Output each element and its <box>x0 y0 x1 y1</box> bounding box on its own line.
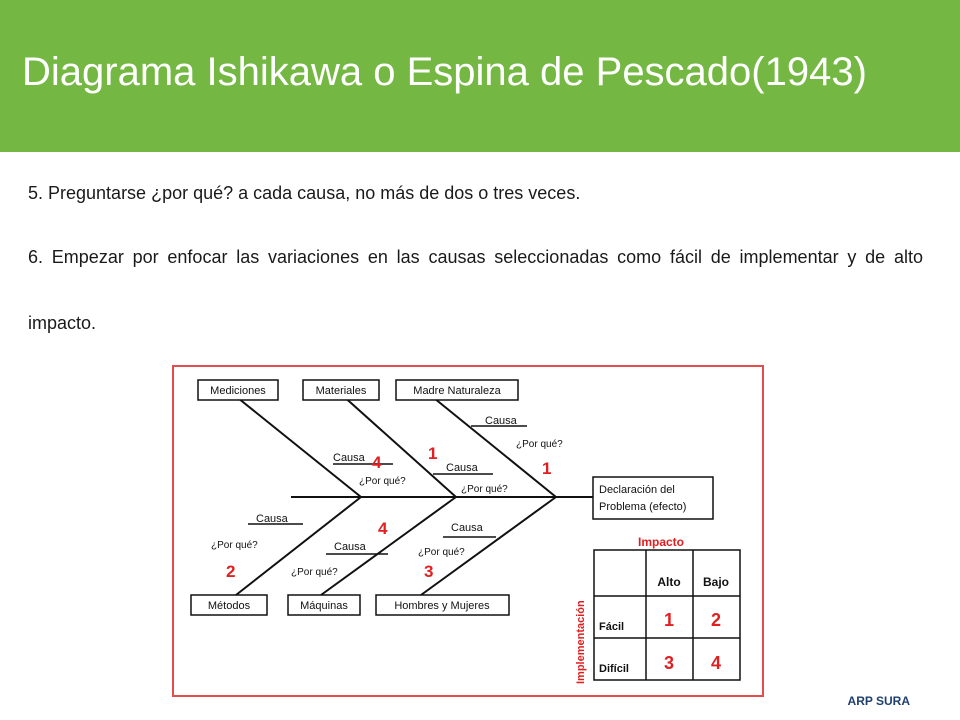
cause-label: Causa <box>333 452 366 464</box>
svg-text:Hombres y Mujeres: Hombres y Mujeres <box>394 600 490 612</box>
svg-text:Métodos: Métodos <box>208 600 251 612</box>
cause-label: Causa <box>256 513 289 525</box>
category-maquinas: Máquinas <box>287 594 361 616</box>
slide-header: Diagrama Ishikawa o Espina de Pescado(19… <box>0 0 960 152</box>
why-label: ¿Por qué? <box>418 547 465 558</box>
category-madre-naturaleza: Madre Naturaleza <box>395 379 519 401</box>
matrix-col-bajo: Bajo <box>703 575 729 589</box>
bone-madre-naturaleza <box>428 393 557 498</box>
svg-text:Máquinas: Máquinas <box>300 600 348 612</box>
matrix-cell: 4 <box>711 653 721 673</box>
matrix-cell: 1 <box>664 610 674 630</box>
cause-label: Causa <box>334 541 367 553</box>
impact-matrix: Impacto Implementación Alto Bajo Fácil D… <box>575 535 741 684</box>
matrix-row-facil: Fácil <box>599 621 624 633</box>
cause-label: Causa <box>451 522 484 534</box>
effect-box: Declaración del Problema (efecto) <box>592 476 714 520</box>
svg-text:Materiales: Materiales <box>316 385 367 397</box>
matrix-side-label: Implementación <box>575 600 587 684</box>
svg-text:Madre Naturaleza: Madre Naturaleza <box>413 385 501 397</box>
priority-number: 1 <box>428 444 437 463</box>
matrix-row-dificil: Difícil <box>599 663 629 675</box>
priority-number: 3 <box>424 562 433 581</box>
category-mediciones: Mediciones <box>197 379 279 401</box>
paragraph-step-5: 5. Preguntarse ¿por qué? a cada causa, n… <box>28 183 581 203</box>
bone-hombres-mujeres <box>420 496 557 596</box>
matrix-cell: 2 <box>711 610 721 630</box>
priority-number: 4 <box>372 453 382 472</box>
svg-text:Declaración del: Declaración del <box>599 484 675 496</box>
priority-number: 2 <box>226 562 235 581</box>
category-materiales: Materiales <box>302 379 380 401</box>
why-label: ¿Por qué? <box>516 439 563 450</box>
footer-brand: ARP SURA <box>847 694 910 708</box>
category-metodos: Métodos <box>190 594 268 616</box>
svg-text:Mediciones: Mediciones <box>210 385 266 397</box>
priority-number: 4 <box>378 519 388 538</box>
bone-mediciones <box>232 393 362 498</box>
why-label: ¿Por qué? <box>291 567 338 578</box>
matrix-col-alto: Alto <box>657 575 680 589</box>
cause-label: Causa <box>446 462 479 474</box>
bone-maquinas <box>320 496 457 596</box>
slide-title: Diagrama Ishikawa o Espina de Pescado(19… <box>22 50 867 94</box>
why-label: ¿Por qué? <box>211 540 258 551</box>
priority-number: 1 <box>542 459 551 478</box>
why-label: ¿Por qué? <box>461 484 508 495</box>
matrix-title: Impacto <box>638 535 684 549</box>
matrix-cell: 3 <box>664 653 674 673</box>
svg-text:Problema (efecto): Problema (efecto) <box>599 501 686 513</box>
slide-body: 5. Preguntarse ¿por qué? a cada causa, n… <box>28 176 923 356</box>
ishikawa-diagram: Mediciones Materiales Madre Naturaleza M… <box>172 365 764 697</box>
category-hombres-mujeres: Hombres y Mujeres <box>375 594 510 616</box>
bone-metodos <box>235 496 362 596</box>
cause-label: Causa <box>485 415 518 427</box>
bone-materiales <box>340 393 457 498</box>
why-label: ¿Por qué? <box>359 476 406 487</box>
paragraph-step-6: 6. Empezar por enfocar las variaciones e… <box>28 247 923 333</box>
